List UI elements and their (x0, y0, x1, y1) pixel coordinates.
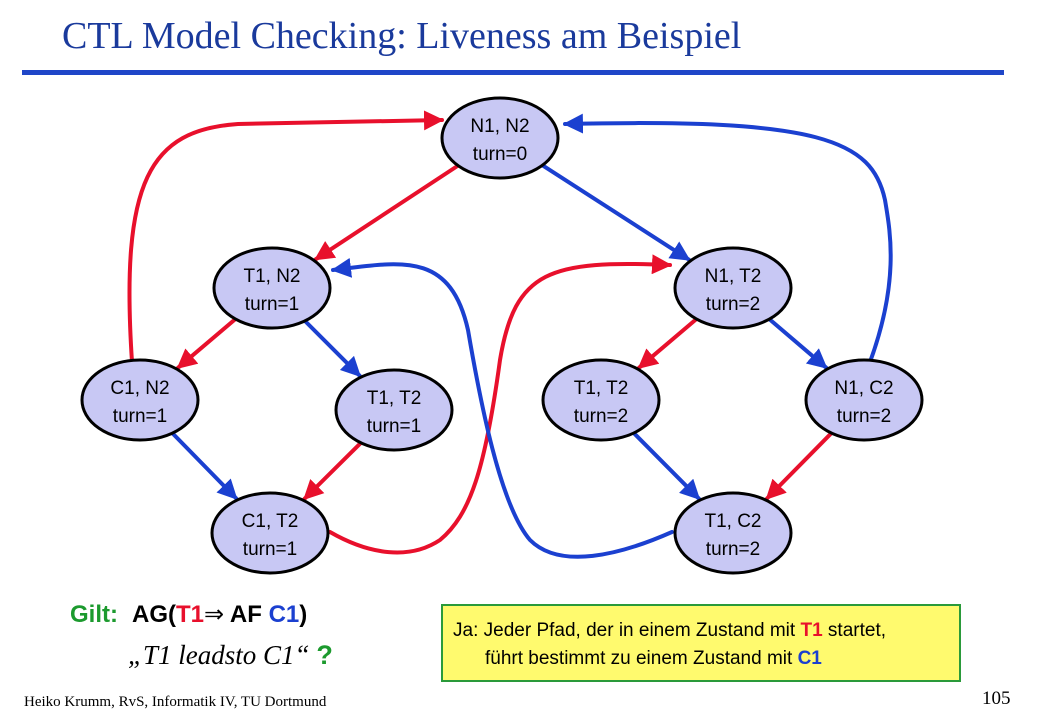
answer-c1: C1 (797, 648, 822, 669)
transition-n1n2-to-t1n2 (313, 162, 462, 262)
state-node-n1n2: N1, N2 turn=0 (440, 96, 560, 180)
state-label-turn: turn=1 (113, 406, 167, 427)
transition-t1t2b-to-t1c2 (630, 429, 701, 501)
state-ellipse (541, 358, 661, 442)
state-node-t1n2: T1, N2 turn=1 (212, 246, 332, 330)
state-label-turn: turn=2 (706, 294, 760, 315)
answer-line-2: führt bestimmt zu einem Zustand mit C1 (485, 648, 822, 670)
state-ellipse (673, 246, 793, 330)
state-label-vars: N1, T2 (705, 266, 762, 287)
state-ellipse (440, 96, 560, 180)
slide-title: CTL Model Checking: Liveness am Beispiel (62, 15, 742, 57)
state-label-turn: turn=1 (243, 539, 297, 560)
state-node-c1n2: C1, N2 turn=1 (80, 358, 200, 442)
transition-t1n2-to-c1n2 (176, 315, 239, 370)
state-node-t1c2: T1, C2 turn=2 (673, 491, 793, 575)
state-label-vars: T1, N2 (243, 266, 300, 287)
ctl-formula: Gilt: AG(T1⇒ AF C1) (70, 600, 307, 629)
state-label-vars: T1, T2 (367, 388, 422, 409)
answer-t1: T1 (800, 620, 823, 641)
state-label-vars: N1, C2 (834, 378, 893, 399)
formula-t1: T1 (176, 601, 205, 628)
page-number: 105 (982, 688, 1011, 709)
formula-part: AG( (132, 601, 176, 628)
state-label-turn: turn=0 (473, 144, 527, 165)
state-label-vars: C1, N2 (110, 378, 169, 399)
answer-text-2: startet, (822, 620, 887, 641)
transition-n1c2-to-t1c2 (764, 429, 835, 501)
state-label-vars: N1, N2 (470, 116, 529, 137)
state-label-vars: T1, T2 (574, 378, 629, 399)
transition-c1n2-to-n1n2 (127, 110, 444, 364)
transition-c1n2-to-c1t2 (169, 429, 239, 501)
answer-box: Ja: Jeder Pfad, der in einem Zustand mit… (441, 604, 961, 682)
state-label-turn: turn=1 (245, 294, 299, 315)
transition-n1t2-to-n1c2 (765, 315, 829, 370)
question-mark: ? (316, 640, 333, 670)
transition-c1t2-to-n1t2 (328, 254, 672, 555)
transition-n1n2-to-n1t2 (538, 162, 691, 262)
state-ellipse (80, 358, 200, 442)
transition-n1t2-to-t1t2b (637, 315, 700, 370)
state-label-turn: turn=2 (837, 406, 891, 427)
answer-text-3: führt bestimmt zu einem Zustand mit (485, 648, 798, 669)
state-label-turn: turn=1 (367, 416, 421, 437)
transition-n1c2-to-n1n2 (563, 113, 893, 364)
state-ellipse (210, 491, 330, 575)
transition-t1n2-to-t1t2a (301, 317, 362, 378)
state-label-turn: turn=2 (574, 406, 628, 427)
state-node-t1t2b: T1, T2 turn=2 (541, 358, 661, 442)
state-ellipse (212, 246, 332, 330)
state-label-vars: T1, C2 (704, 511, 761, 532)
state-node-n1t2: N1, T2 turn=2 (673, 246, 793, 330)
state-ellipse (673, 491, 793, 575)
answer-text-1: Jeder Pfad, der in einem Zustand mit (483, 620, 801, 641)
footer-author: Heiko Krumm, RvS, Informatik IV, TU Dort… (24, 694, 327, 710)
leadsto-text: „T1 leadsto C1“ (128, 640, 310, 670)
transition-t1t2a-to-c1t2 (302, 439, 365, 501)
title-rule (22, 70, 1004, 75)
state-label-vars: C1, T2 (242, 511, 299, 532)
leadsto-line: „T1 leadsto C1“ ? (128, 640, 333, 671)
state-ellipse (804, 358, 924, 442)
state-ellipse (334, 368, 454, 452)
state-node-t1t2a: T1, T2 turn=1 (334, 368, 454, 452)
state-label-turn: turn=2 (706, 539, 760, 560)
state-node-c1t2: C1, T2 turn=1 (210, 491, 330, 575)
implies-symbol: ⇒ (204, 601, 225, 628)
answer-line-1: Ja: Jeder Pfad, der in einem Zustand mit… (453, 620, 886, 642)
formula-c1: C1 (268, 601, 300, 628)
answer-ja: Ja: (453, 620, 479, 641)
formula-close: ) (299, 601, 308, 628)
gilt-label: Gilt: (70, 601, 118, 628)
state-node-n1c2: N1, C2 turn=2 (804, 358, 924, 442)
formula-af: AF (224, 601, 269, 628)
transition-t1c2-to-t1n2 (331, 257, 674, 559)
